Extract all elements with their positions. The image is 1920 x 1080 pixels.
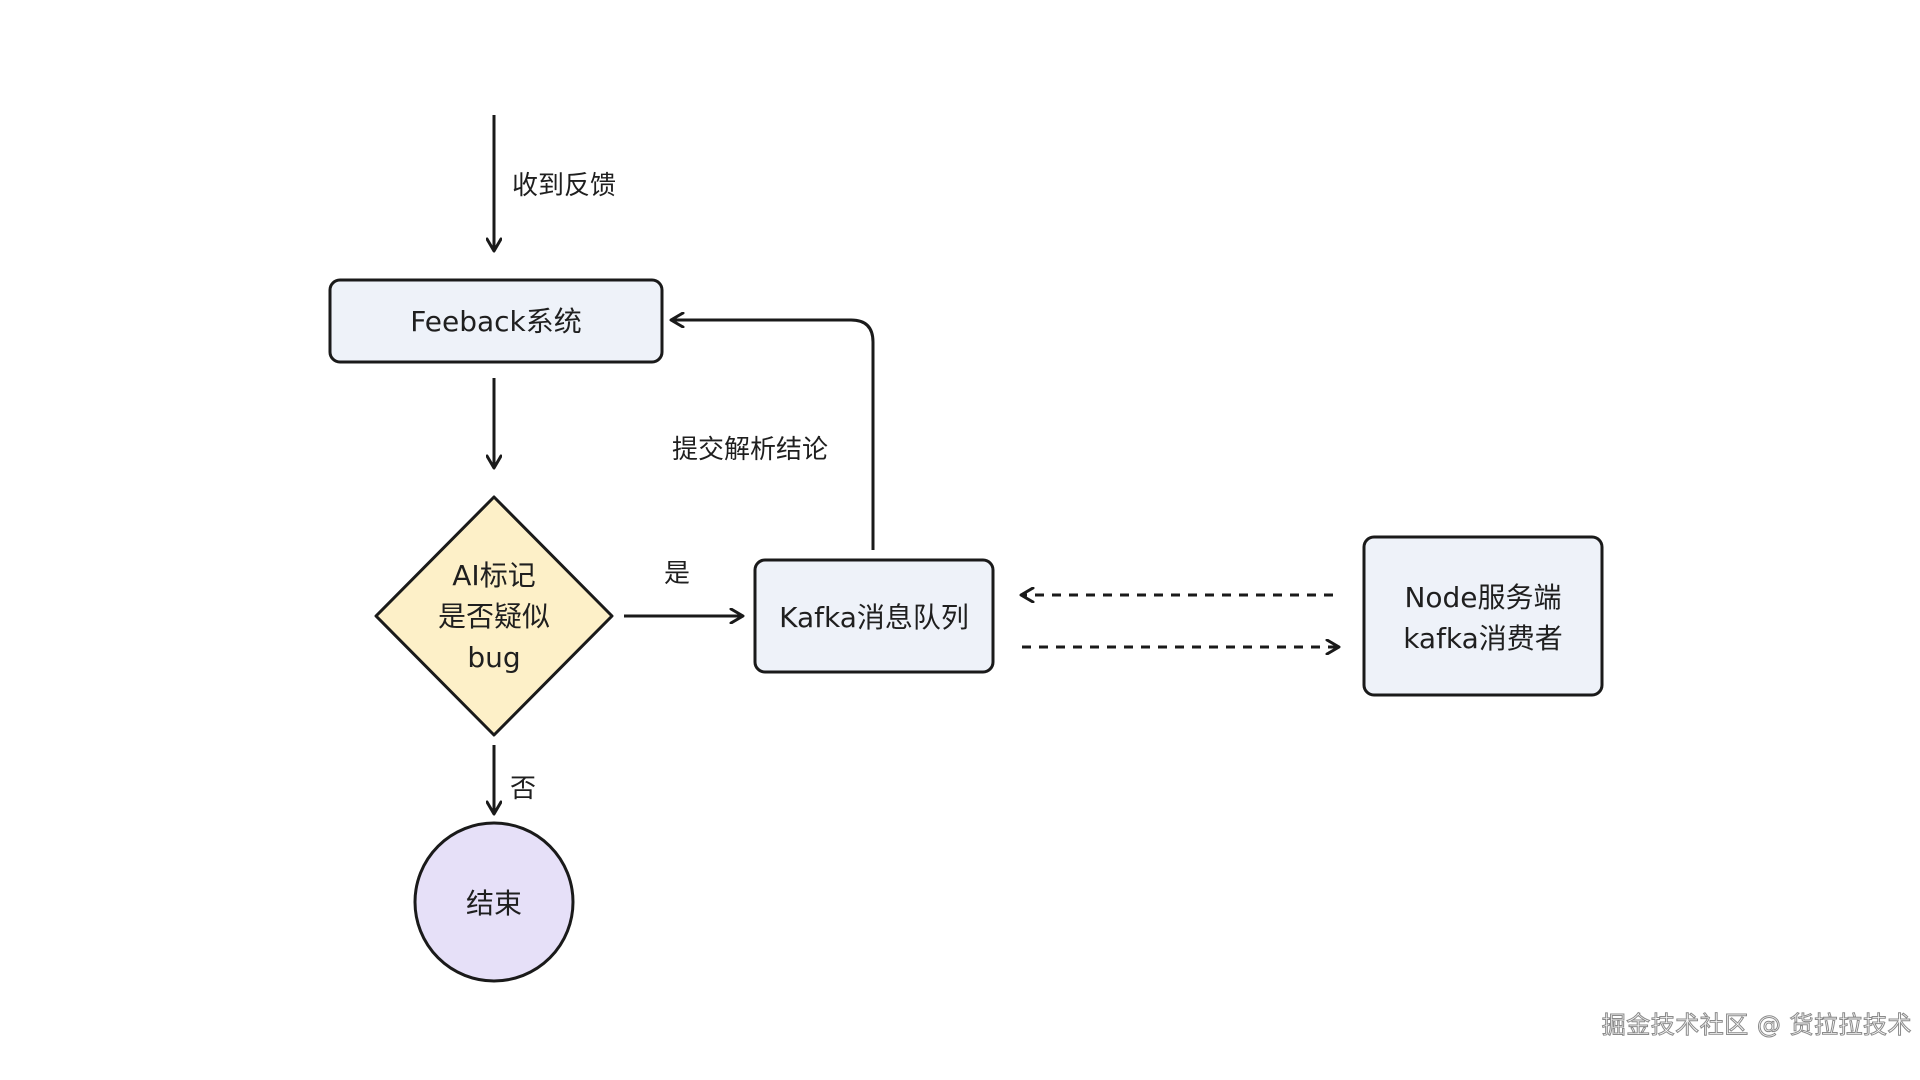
ai-decision-label-line2: 是否疑似 <box>438 600 550 633</box>
watermark: 掘金技术社区 @ 货拉拉技术 <box>1601 1011 1912 1040</box>
edge-label-receive-feedback: 收到反馈 <box>512 171 616 201</box>
kafka-queue-label: Kafka消息队列 <box>779 601 969 634</box>
edge-submit-conclusion <box>672 320 875 550</box>
node-consumer-label-line1: Node服务端 <box>1404 581 1561 614</box>
ai-decision-label-line3: bug <box>467 641 520 674</box>
ai-decision-node <box>374 495 614 737</box>
ai-decision-label-line1: AI标记 <box>452 559 535 592</box>
node-consumer-node <box>1362 535 1604 697</box>
edge-label-submit-conclusion: 提交解析结论 <box>672 435 828 465</box>
end-label: 结束 <box>466 887 522 920</box>
edge-label-yes: 是 <box>664 559 690 589</box>
feedback-system-node <box>328 278 664 364</box>
kafka-queue-node <box>753 558 995 674</box>
end-node <box>413 821 575 983</box>
edge-label-no: 否 <box>510 774 536 804</box>
feedback-system-label: Feeback系统 <box>410 305 582 338</box>
node-consumer-label-line2: kafka消费者 <box>1403 622 1563 655</box>
